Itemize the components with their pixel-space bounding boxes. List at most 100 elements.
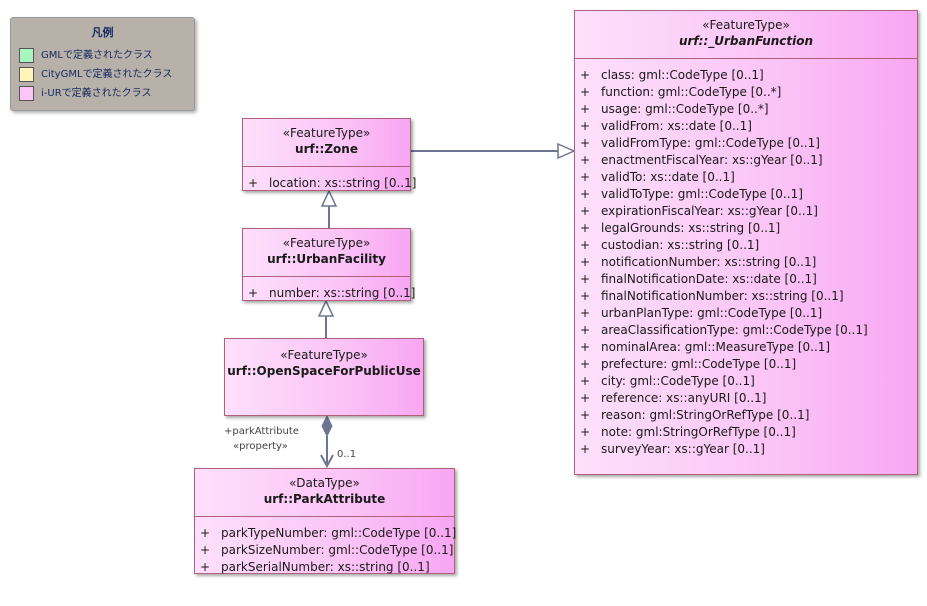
attribute-text: finalNotificationDate: xs::date [0..1] bbox=[601, 272, 817, 286]
attribute-text: expirationFiscalYear: xs::gYear [0..1] bbox=[601, 204, 818, 218]
attribute-row: +number: xs::string [0..1] bbox=[243, 285, 415, 302]
attribute-row: + nominalArea: gml::MeasureType [0..1] bbox=[575, 339, 917, 356]
attribute-text: parkSizeNumber: gml::CodeType [0..1] bbox=[221, 543, 454, 557]
class-name: urf::OpenSpaceForPublicUse bbox=[227, 364, 421, 378]
attribute-visibility: + bbox=[580, 136, 591, 150]
legend-title: 凡例 bbox=[91, 26, 114, 39]
class-name: urf::Zone bbox=[295, 142, 358, 156]
class-urban-facility[interactable]: «FeatureType» urf::UrbanFacility +number… bbox=[242, 228, 415, 302]
attribute-visibility: + bbox=[580, 289, 591, 303]
legend-label-gml: GMLで定義されたクラス bbox=[41, 50, 153, 61]
attribute-text: number: xs::string [0..1] bbox=[269, 286, 416, 300]
attribute-text: validFrom: xs::date [0..1] bbox=[601, 119, 752, 133]
attribute-text: usage: gml::CodeType [0..*] bbox=[601, 102, 769, 116]
attribute-visibility: + bbox=[580, 170, 591, 184]
attribute-text: notificationNumber: xs::string [0..1] bbox=[601, 255, 817, 269]
generalization-arrowhead-facility bbox=[317, 299, 335, 317]
attribute-row: +notificationNumber: xs::string [0..1] bbox=[575, 254, 917, 271]
attribute-visibility: + bbox=[580, 102, 591, 116]
attribute-row: +parkTypeNumber: gml::CodeType [0..1] bbox=[195, 525, 457, 542]
attribute-text: city: gml::CodeType [0..1] bbox=[601, 374, 755, 388]
attribute-row: +expirationFiscalYear: xs::gYear [0..1] bbox=[575, 203, 917, 220]
legend-label-citygml: CityGMLで定義されたクラス bbox=[41, 69, 173, 80]
attribute-row: + legalGrounds: xs::string [0..1] bbox=[575, 220, 917, 237]
attribute-visibility: + bbox=[580, 391, 591, 405]
class-urban-function[interactable]: «FeatureType» urf::_UrbanFunction +class… bbox=[574, 10, 918, 475]
legend: 凡例 GMLで定義されたクラス CityGMLで定義されたクラス i-URで定義… bbox=[10, 17, 195, 111]
class-park-attribute[interactable]: «DataType» urf::ParkAttribute +parkTypeN… bbox=[194, 468, 457, 576]
attribute-row: + urbanPlanType: gml::CodeType [0..1] bbox=[575, 305, 917, 322]
attribute-text: validTo: xs::date [0..1] bbox=[601, 170, 735, 184]
attribute-visibility: + bbox=[580, 408, 591, 422]
attribute-text: validFromType: gml::CodeType [0..1] bbox=[601, 136, 820, 150]
class-stereotype: «DataType» bbox=[289, 476, 360, 490]
attribute-row: +location: xs::string [0..1] bbox=[243, 175, 416, 192]
attribute-visibility: + bbox=[200, 543, 211, 557]
attribute-visibility: + bbox=[248, 176, 259, 190]
attribute-row: + usage: gml::CodeType [0..*] bbox=[575, 101, 917, 118]
attribute-text: urbanPlanType: gml::CodeType [0..1] bbox=[601, 306, 823, 320]
attribute-visibility: + bbox=[580, 323, 591, 337]
attribute-visibility: + bbox=[580, 153, 591, 167]
attribute-row: + custodian: xs::string [0..1] bbox=[575, 237, 917, 254]
class-name: urf::ParkAttribute bbox=[263, 492, 386, 506]
composition-arrowhead bbox=[320, 454, 334, 469]
attribute-row: +surveyYear: xs::gYear [0..1] bbox=[575, 441, 917, 458]
attribute-row: +parkSerialNumber: xs::string [0..1] bbox=[195, 559, 454, 576]
attribute-text: finalNotificationNumber: xs::string [0..… bbox=[601, 289, 844, 303]
attribute-row: +class: gml::CodeType [0..1] bbox=[575, 67, 917, 84]
attribute-text: reason: gml:StringOrRefType [0..1] bbox=[601, 408, 810, 422]
legend-item-gml: GMLで定義されたクラス bbox=[19, 48, 153, 64]
attribute-text: validToType: gml::CodeType [0..1] bbox=[601, 187, 803, 201]
attribute-row: + validTo: xs::date [0..1] bbox=[575, 169, 917, 186]
attribute-visibility: + bbox=[580, 306, 591, 320]
attribute-visibility: + bbox=[580, 119, 591, 133]
legend-label-iur: i-URで定義されたクラス bbox=[41, 88, 152, 99]
attribute-row: + prefecture: gml::CodeType [0..1] bbox=[575, 356, 917, 373]
attribute-visibility: + bbox=[580, 221, 591, 235]
class-zone[interactable]: «FeatureType» urf::Zone +location: xs::s… bbox=[242, 118, 416, 192]
attribute-text: reference: xs::anyURI [0..1] bbox=[601, 391, 767, 405]
association-stereotype: «property» bbox=[233, 441, 288, 452]
attribute-text: parkTypeNumber: gml::CodeType [0..1] bbox=[221, 526, 457, 540]
legend-swatch-citygml bbox=[19, 67, 34, 82]
attribute-text: note: gml:StringOrRefType [0..1] bbox=[601, 425, 796, 439]
legend-swatch-gml bbox=[19, 48, 34, 63]
legend-item-citygml: CityGMLで定義されたクラス bbox=[19, 67, 172, 83]
class-name: urf::_UrbanFunction bbox=[678, 34, 814, 48]
attribute-row: + reason: gml:StringOrRefType [0..1] bbox=[575, 407, 917, 424]
attribute-visibility: + bbox=[580, 68, 591, 82]
attribute-row: + finalNotificationDate: xs::date [0..1] bbox=[575, 271, 917, 288]
class-name: urf::UrbanFacility bbox=[267, 252, 386, 266]
attribute-visibility: + bbox=[580, 272, 591, 286]
attribute-text: prefecture: gml::CodeType [0..1] bbox=[601, 357, 797, 371]
attribute-row: + validFrom: xs::date [0..1] bbox=[575, 118, 917, 135]
attribute-row: + enactmentFiscalYear: xs::gYear [0..1] bbox=[575, 152, 917, 169]
class-stereotype: «FeatureType» bbox=[280, 348, 368, 362]
attribute-visibility: + bbox=[580, 357, 591, 371]
generalization-arrowhead-zone bbox=[320, 189, 338, 207]
composition-diamond bbox=[321, 414, 333, 438]
attribute-text: function: gml::CodeType [0..*] bbox=[601, 85, 782, 99]
class-stereotype: «FeatureType» bbox=[702, 18, 790, 32]
attribute-text: nominalArea: gml::MeasureType [0..1] bbox=[601, 340, 831, 354]
attribute-visibility: + bbox=[580, 85, 591, 99]
attribute-visibility: + bbox=[580, 442, 591, 456]
attribute-row: + validFromType: gml::CodeType [0..1] bbox=[575, 135, 917, 152]
class-header: «FeatureType» urf::Zone bbox=[243, 119, 410, 166]
class-header: «FeatureType» urf::UrbanFacility bbox=[243, 229, 410, 276]
attribute-visibility: + bbox=[580, 340, 591, 354]
attribute-text: custodian: xs::string [0..1] bbox=[601, 238, 760, 252]
attribute-row: + areaClassificationType: gml::CodeType [… bbox=[575, 322, 917, 339]
attribute-text: areaClassificationType: gml::CodeType [0… bbox=[601, 323, 868, 337]
attribute-row: + function: gml::CodeType [0..*] bbox=[575, 84, 917, 101]
attribute-compartment: +parkTypeNumber: gml::CodeType [0..1]+pa… bbox=[195, 516, 457, 576]
class-open-space[interactable]: «FeatureType» urf::OpenSpaceForPublicUse bbox=[224, 338, 424, 416]
attribute-compartment: +class: gml::CodeType [0..1]+function: g… bbox=[575, 58, 917, 458]
attribute-visibility: + bbox=[580, 425, 591, 439]
attribute-visibility: + bbox=[580, 238, 591, 252]
attribute-text: enactmentFiscalYear: xs::gYear [0..1] bbox=[601, 153, 823, 167]
attribute-row: + finalNotificationNumber: xs::string [0.… bbox=[575, 288, 917, 305]
attribute-text: legalGrounds: xs::string [0..1] bbox=[601, 221, 781, 235]
